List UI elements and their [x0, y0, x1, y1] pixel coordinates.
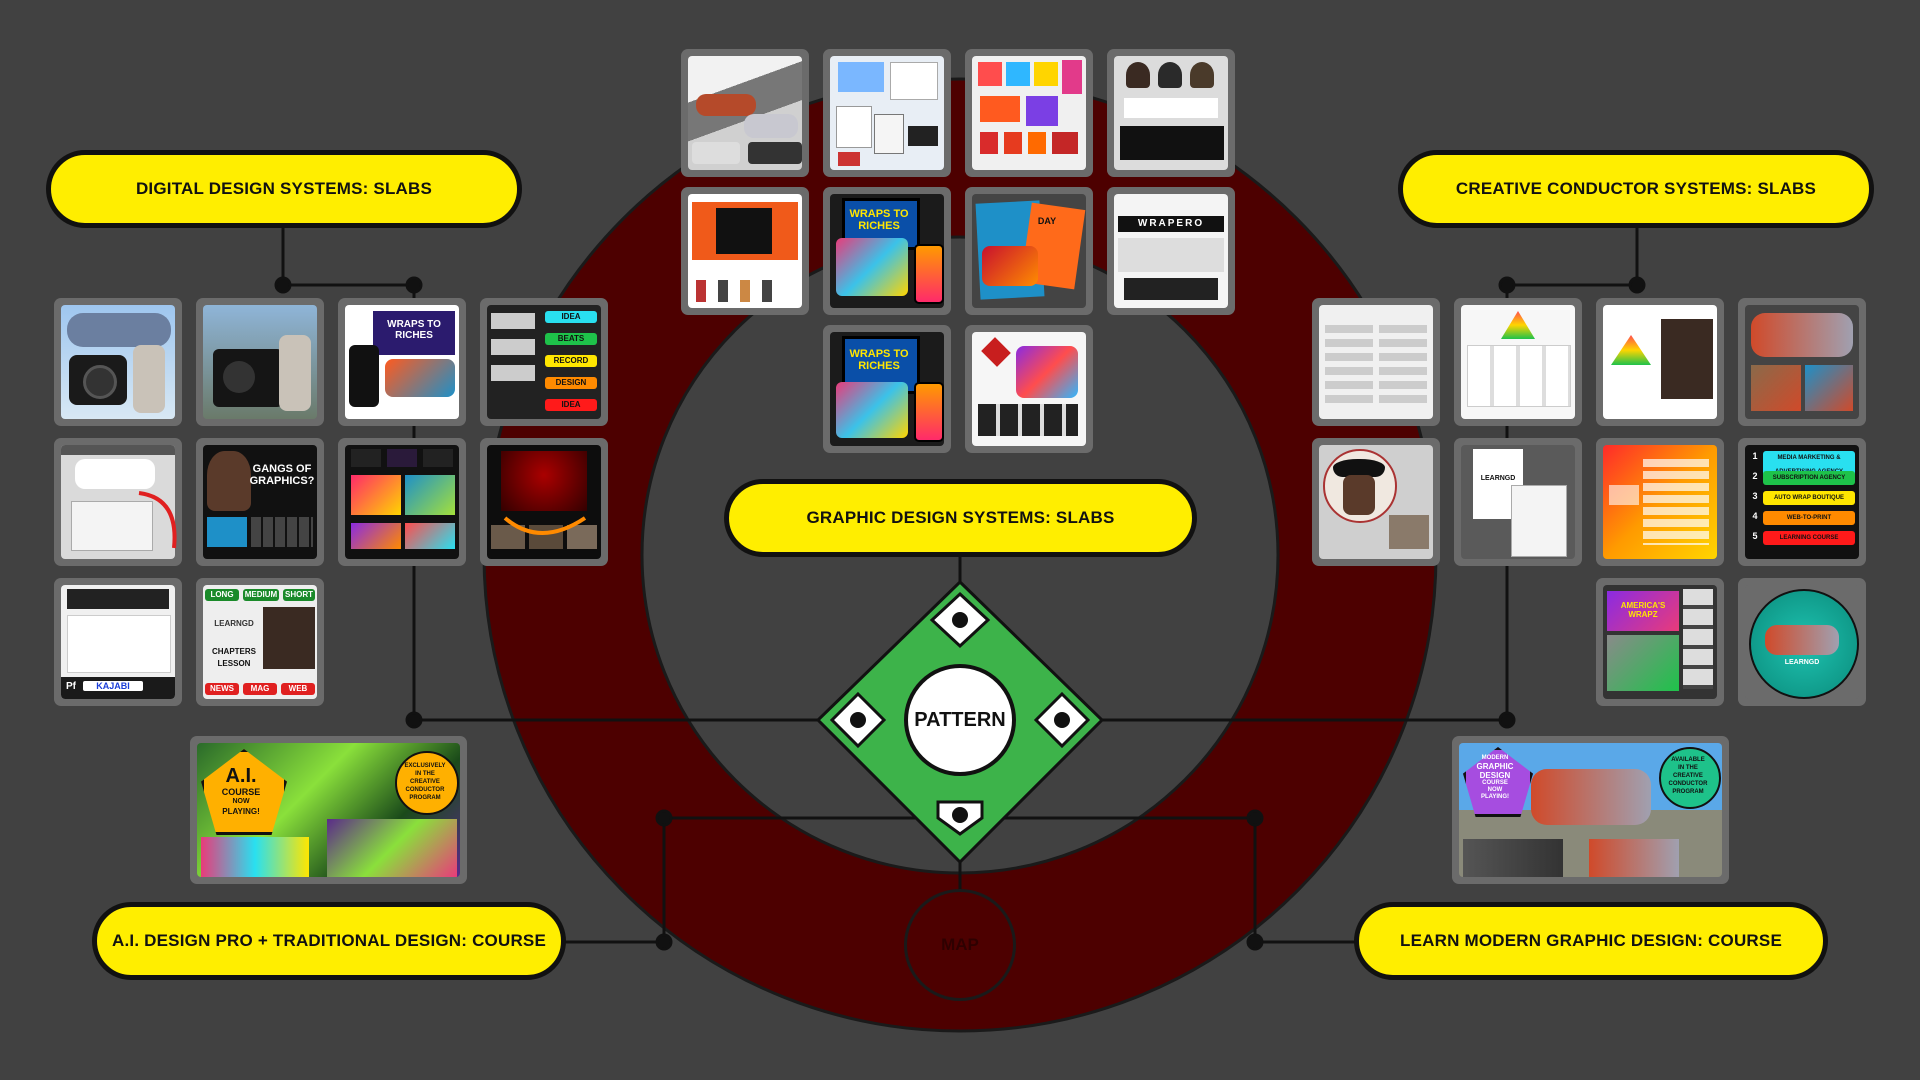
ai-badge-playing: PLAYING!	[205, 807, 277, 816]
slab-americas-brand-book[interactable]	[965, 325, 1093, 453]
slab-wraps-to-riches-devices[interactable]: WRAPS TO RICHES	[823, 187, 951, 315]
tab-short: SHORT	[283, 589, 315, 601]
slab-car-collage[interactable]	[681, 49, 809, 177]
modern-badge-5: NOW	[1467, 787, 1523, 793]
learngd-badge-logo: LEARNGD	[1765, 659, 1839, 666]
map-node[interactable]: MAP	[904, 889, 1016, 1001]
slab-pyramid-presenter[interactable]	[1596, 298, 1724, 426]
service-num-4: 4	[1749, 511, 1761, 521]
wrapero-text: WRAPERO	[1118, 218, 1224, 229]
slab-design-software[interactable]	[54, 438, 182, 566]
tab-long: LONG	[205, 589, 239, 601]
slab-wrapped-cars[interactable]	[1738, 298, 1866, 426]
slab-orange-funnel[interactable]	[1596, 438, 1724, 566]
workflow-idea-2: IDEA	[545, 399, 597, 411]
ai-course-promo[interactable]: A.I. COURSE NOW PLAYING! EXCLUSIVELY IN …	[190, 736, 467, 884]
slab-apparel-merch[interactable]	[965, 49, 1093, 177]
modern-avail-1: AVAILABLE	[1659, 757, 1717, 763]
slab-wrapero-website[interactable]: WRAPERO	[1107, 187, 1235, 315]
ai-badge-now: NOW	[205, 798, 277, 805]
slab-camera-gear[interactable]	[54, 298, 182, 426]
wraps-riches-text: WRAPS TO RICHES	[844, 208, 914, 232]
modern-graphic-design-course-pill[interactable]: LEARN MODERN GRAPHIC DESIGN: COURSE	[1354, 902, 1828, 980]
slab-studio-setup[interactable]	[480, 438, 608, 566]
wraps-riches-text-3: WRAPS TO RICHES	[375, 319, 453, 341]
workflow-beats: BEATS	[545, 333, 597, 345]
slab-content-lengths[interactable]: LONG MEDIUM SHORT LEARNGD CHAPTERS LESSO…	[196, 578, 324, 706]
slab-brand-identity[interactable]	[1107, 49, 1235, 177]
slab-gangs-of-graphics[interactable]: GANGS OF GRAPHICS?	[196, 438, 324, 566]
ai-excl-5: PROGRAM	[395, 795, 455, 801]
service-learning-course: LEARNING COURSE	[1763, 531, 1855, 545]
ai-excl-1: EXCLUSIVELY	[395, 763, 455, 769]
ai-design-course-pill[interactable]: A.I. DESIGN PRO + TRADITIONAL DESIGN: CO…	[92, 902, 566, 980]
kajabi-logo: KAJABI	[83, 681, 143, 691]
service-subscription: SUBSCRIPTION AGENCY	[1763, 471, 1855, 485]
slab-video-camera[interactable]	[196, 298, 324, 426]
creative-conductor-systems-pill[interactable]: CREATIVE CONDUCTOR SYSTEMS: SLABS	[1398, 150, 1874, 228]
modern-badge-6: PLAYING!	[1467, 794, 1523, 800]
slab-americas-wrapz[interactable]: AMERICA'S WRAPZ	[1596, 578, 1724, 706]
pattern-node[interactable]: PATTERN	[904, 664, 1016, 776]
tab-news: NEWS	[205, 683, 239, 695]
slab-workflow-steps[interactable]: IDEA BEATS RECORD DESIGN IDEA	[480, 298, 608, 426]
slab-boost-your-wrap[interactable]	[338, 438, 466, 566]
slab-pyramid-chart[interactable]	[1454, 298, 1582, 426]
modern-avail-2: IN THE	[1659, 765, 1717, 771]
workflow-idea: IDEA	[545, 311, 597, 323]
service-num-5: 5	[1749, 531, 1761, 541]
modern-course-promo[interactable]: MODERN GRAPHIC DESIGN COURSE NOW PLAYING…	[1452, 736, 1729, 884]
modern-avail-5: PROGRAM	[1659, 789, 1717, 795]
slab-print-mockups[interactable]	[823, 49, 951, 177]
modern-avail-3: CREATIVE	[1659, 773, 1717, 779]
service-auto-wrap: AUTO WRAP BOUTIQUE	[1763, 491, 1855, 505]
modern-badge-4: COURSE	[1467, 780, 1523, 786]
ai-excl-4: CONDUCTOR	[395, 787, 455, 793]
tab-mag: MAG	[243, 683, 277, 695]
service-num-2: 2	[1749, 471, 1761, 481]
ai-excl-2: IN THE	[395, 771, 455, 777]
slab-services-list[interactable]: 1 MEDIA MARKETING & ADVERTISING AGENCY 2…	[1738, 438, 1866, 566]
slab-flowchart-1[interactable]	[1312, 298, 1440, 426]
wraps-riches-text-2: WRAPS TO RICHES	[844, 348, 914, 372]
ai-badge-title: A.I.	[205, 765, 277, 788]
service-num-1: 1	[1749, 451, 1761, 461]
day-text: DAY	[1032, 216, 1062, 226]
americas-wrapz-text: AMERICA'S WRAPZ	[1607, 601, 1679, 619]
slab-learngd-badge[interactable]: LEARNGD	[1738, 578, 1866, 706]
learngd-doc-logo: LEARNGD	[1473, 475, 1523, 482]
slab-day-flyers[interactable]: DAY	[965, 187, 1093, 315]
tab-medium: MEDIUM	[243, 589, 279, 601]
workflow-record: RECORD	[545, 355, 597, 367]
graphic-design-systems-pill[interactable]: GRAPHIC DESIGN SYSTEMS: SLABS	[724, 479, 1197, 557]
ai-badge-course: COURSE	[205, 787, 277, 797]
workflow-design: DESIGN	[545, 377, 597, 389]
slab-orange-brochure[interactable]	[681, 187, 809, 315]
slab-learngd-documents[interactable]: LEARNGD	[1454, 438, 1582, 566]
slab-wraps-to-riches-mobile[interactable]: WRAPS TO RICHES	[823, 325, 951, 453]
slab-wraps-to-riches-ad[interactable]: WRAPS TO RICHES	[338, 298, 466, 426]
modern-badge-3: DESIGN	[1467, 771, 1523, 780]
ai-excl-3: CREATIVE	[395, 779, 455, 785]
lesson-text: LESSON	[209, 659, 259, 668]
modern-avail-4: CONDUCTOR	[1659, 781, 1717, 787]
modern-badge-1: MODERN	[1467, 755, 1523, 761]
digital-design-systems-pill[interactable]: DIGITAL DESIGN SYSTEMS: SLABS	[46, 150, 522, 228]
slab-cowboy-portrait[interactable]	[1312, 438, 1440, 566]
tab-web: WEB	[281, 683, 315, 695]
service-web-to-print: WEB-TO-PRINT	[1763, 511, 1855, 525]
pf-logo: Pf	[63, 681, 79, 692]
modern-badge-2: GRAPHIC	[1467, 762, 1523, 771]
gangs-of-graphics-text: GANGS OF GRAPHICS?	[249, 463, 315, 487]
chapters-text: CHAPTERS	[209, 647, 259, 656]
service-num-3: 3	[1749, 491, 1761, 501]
slab-web-platforms[interactable]: Pf KAJABI	[54, 578, 182, 706]
learngd-logo: LEARNGD	[209, 619, 259, 628]
